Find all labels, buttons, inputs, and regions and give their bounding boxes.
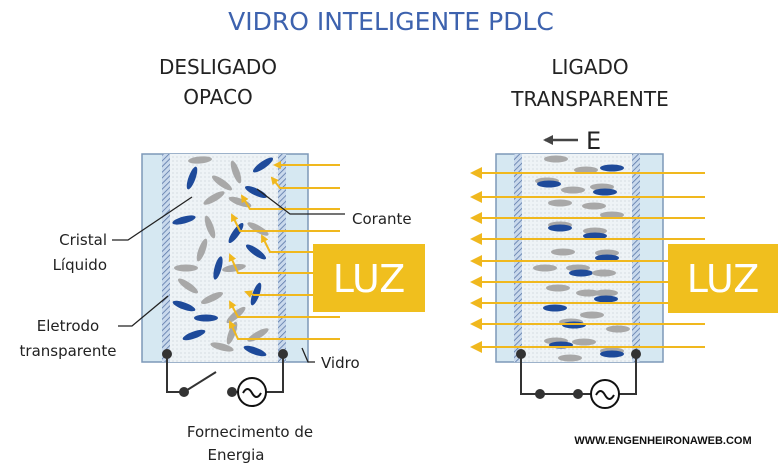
dye-molecule bbox=[593, 188, 617, 196]
light-label-off: LUZ bbox=[333, 257, 405, 301]
crystal-molecule bbox=[210, 342, 234, 352]
crystal-molecule bbox=[551, 248, 575, 256]
dye-molecule bbox=[600, 164, 624, 172]
dye-molecule bbox=[594, 295, 618, 303]
crystal-molecule bbox=[196, 238, 208, 262]
crystal-molecule bbox=[600, 211, 624, 219]
dye-molecule bbox=[245, 186, 267, 198]
crystal-molecule bbox=[174, 264, 198, 272]
label-corante: Corante bbox=[352, 210, 412, 228]
crystal-molecule bbox=[582, 202, 606, 210]
dye-molecule bbox=[186, 166, 198, 190]
dye-molecule bbox=[245, 244, 267, 260]
light-source-box-off bbox=[313, 244, 425, 312]
state-transparent-label: TRANSPARENTE bbox=[510, 87, 668, 111]
circuit-terminals-off bbox=[162, 349, 288, 397]
dye-molecule bbox=[194, 314, 218, 322]
field-label: E bbox=[586, 127, 601, 155]
crystal-molecule bbox=[606, 325, 630, 333]
leader-lines bbox=[112, 188, 345, 363]
crystal-molecule bbox=[546, 284, 570, 292]
dye-molecule bbox=[600, 350, 624, 358]
label-eletrodo: Eletrodo bbox=[37, 317, 99, 335]
dye-molecule bbox=[583, 232, 607, 240]
label-transparente: transparente bbox=[20, 342, 117, 360]
light-ray-arrow-icon bbox=[228, 253, 340, 274]
crystal-molecule bbox=[576, 289, 600, 297]
label-vidro: Vidro bbox=[321, 354, 360, 372]
crystal-molecule bbox=[583, 227, 607, 235]
label-energia: Energia bbox=[208, 446, 265, 464]
dye-molecule bbox=[252, 157, 274, 173]
light-ray-arrow-icon bbox=[244, 290, 340, 298]
crystal-molecule bbox=[580, 311, 604, 319]
dye-molecule bbox=[213, 256, 223, 280]
electrode-right-b bbox=[632, 154, 640, 362]
crystal-molecule bbox=[247, 222, 269, 236]
crystal-molecule bbox=[558, 354, 582, 362]
electrode-left-b bbox=[278, 154, 286, 362]
crystal-molecule bbox=[572, 338, 596, 346]
light-ray-arrow-icon bbox=[228, 320, 340, 340]
dye-molecule bbox=[543, 304, 567, 312]
crystal-molecule bbox=[201, 292, 223, 304]
label-cristal: Cristal bbox=[59, 231, 107, 249]
state-opaque-label: OPACO bbox=[183, 85, 253, 109]
dye-molecule bbox=[537, 180, 561, 188]
light-ray-arrow-icon bbox=[270, 176, 340, 189]
crystal-molecule bbox=[561, 186, 585, 194]
power-circuit-on bbox=[520, 354, 637, 395]
light-source-box-on bbox=[668, 244, 778, 313]
crystal-molecule bbox=[228, 196, 252, 208]
crystal-molecule bbox=[544, 155, 568, 163]
dye-molecule bbox=[172, 215, 196, 225]
light-label-on: LUZ bbox=[687, 257, 759, 301]
ac-source-icon bbox=[237, 377, 267, 407]
crystal-molecule bbox=[203, 191, 225, 205]
website-label: WWW.ENGENHEIRONAWEB.COM bbox=[574, 435, 751, 447]
dye-molecule bbox=[182, 329, 206, 341]
crystal-molecule bbox=[592, 269, 616, 277]
circuit-terminals-on bbox=[516, 349, 641, 399]
crystal-molecule bbox=[594, 289, 618, 297]
crystal-molecule bbox=[211, 175, 233, 191]
dye-molecule bbox=[172, 300, 196, 312]
crystal-molecule bbox=[204, 215, 216, 239]
electrode-right-a bbox=[514, 154, 522, 362]
crystal-molecule bbox=[574, 166, 598, 174]
crystal-molecule bbox=[188, 156, 212, 164]
crystal-molecule bbox=[177, 278, 199, 294]
state-off-label: DESLIGADO bbox=[159, 55, 277, 79]
right-panel-on: LIGADO TRANSPARENTE E bbox=[470, 55, 705, 363]
crystal-molecule bbox=[595, 249, 619, 257]
state-on-label: LIGADO bbox=[551, 55, 628, 79]
power-circuit-off bbox=[166, 354, 284, 393]
label-liquido: Líquido bbox=[53, 256, 107, 274]
light-ray-arrow-icon bbox=[229, 300, 340, 318]
dye-molecule bbox=[548, 224, 572, 232]
crystal-molecule bbox=[230, 160, 242, 184]
dye-molecule bbox=[243, 345, 267, 357]
crystal-molecule bbox=[222, 263, 246, 273]
light-ray-arrow-icon bbox=[240, 194, 340, 210]
ac-source-icon-on bbox=[590, 379, 620, 409]
light-ray-arrow-icon bbox=[231, 213, 340, 232]
label-fornecimento: Fornecimento de bbox=[187, 423, 313, 441]
dye-molecule bbox=[595, 254, 619, 262]
crystal-molecule bbox=[533, 264, 557, 272]
left-panel-off: DESLIGADO OPACO bbox=[141, 55, 340, 363]
dye-molecule bbox=[228, 222, 244, 244]
dye-molecule bbox=[569, 269, 593, 277]
crystal-molecule bbox=[548, 199, 572, 207]
diagram-title: VIDRO INTELIGENTE PDLC bbox=[228, 7, 554, 36]
electrode-left-a bbox=[162, 154, 170, 362]
